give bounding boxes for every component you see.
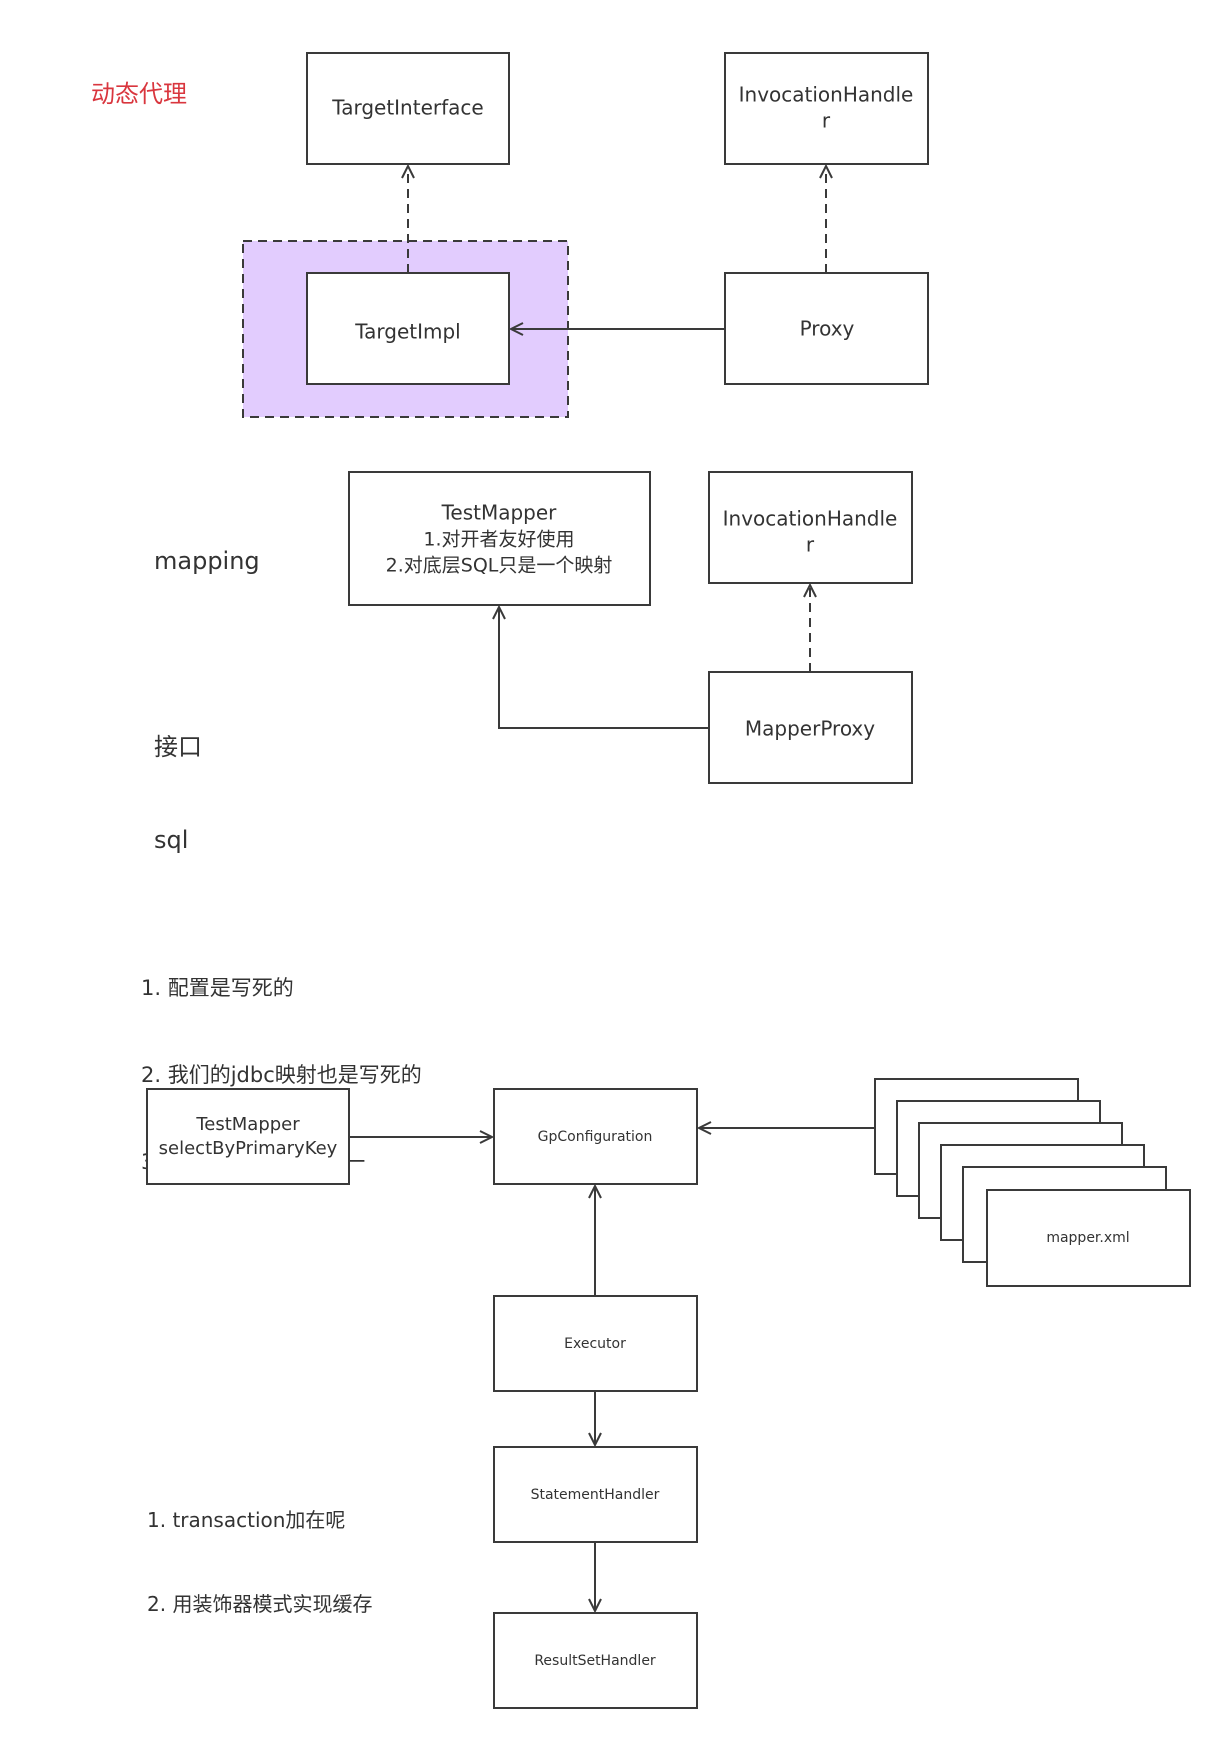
node-mapper-proxy[interactable]: MapperProxy [708,671,913,784]
node-test-mapper-select[interactable]: TestMapper selectByPrimaryKey [146,1088,350,1185]
node-label: GpConfiguration [538,1129,653,1145]
node-test-mapper[interactable]: TestMapper 1.对开者友好使用 2.对底层SQL只是一个映射 [348,471,651,606]
node-label: ResultSetHandler [534,1653,656,1669]
note-line: 1. 配置是写死的 [141,976,294,1000]
side-note-line: mapping [154,547,260,575]
node-gp-configuration[interactable]: GpConfiguration [493,1088,698,1185]
node-label: 1.对开者友好使用 [423,529,574,551]
edge-mapperproxy-to-testmapper [499,607,709,729]
mapping-side-notes: mapping 接口 sql [154,484,260,887]
node-target-impl[interactable]: TargetImpl [306,272,510,385]
note-line: 2. 我们的jdbc映射也是写死的 [141,1063,422,1087]
node-label: selectByPrimaryKey [159,1138,338,1159]
node-invocation-handler[interactable]: InvocationHandle r [724,52,929,165]
side-note-line: 接口 [154,733,202,761]
node-label: InvocationHandle [739,83,914,107]
node-label: r [806,533,815,557]
mapper-xml-sheet [986,1189,1191,1287]
node-label: TestMapper [195,1114,300,1135]
node-label: r [822,109,831,133]
section-title-dynamic-proxy: 动态代理 [91,80,187,108]
node-label: MapperProxy [745,717,875,741]
node-statement-handler[interactable]: StatementHandler [493,1446,698,1543]
node-result-set-handler[interactable]: ResultSetHandler [493,1612,698,1709]
transaction-notes: 1. transaction加在呢 2. 用装饰器模式实现缓存 [147,1450,372,1646]
node-label: 2.对底层SQL只是一个映射 [386,555,613,577]
node-label: StatementHandler [531,1487,660,1503]
node-label: InvocationHandle [723,507,898,531]
node-proxy[interactable]: Proxy [724,272,929,385]
node-label: Proxy [800,317,855,341]
mapper-xml-stack[interactable]: mapper.xml [874,1078,1191,1287]
node-label: Executor [564,1336,626,1352]
side-note-line: sql [154,826,189,854]
note-line: 2. 用装饰器模式实现缓存 [147,1592,373,1616]
node-invocation-handler-2[interactable]: InvocationHandle r [708,471,913,584]
node-executor[interactable]: Executor [493,1295,698,1392]
node-label: TargetInterface [331,96,483,120]
note-line: 1. transaction加在呢 [147,1508,346,1532]
node-target-interface[interactable]: TargetInterface [306,52,510,165]
node-label: TestMapper [441,501,558,525]
node-label: TargetImpl [354,320,461,344]
node-label: mapper.xml [1046,1230,1129,1246]
